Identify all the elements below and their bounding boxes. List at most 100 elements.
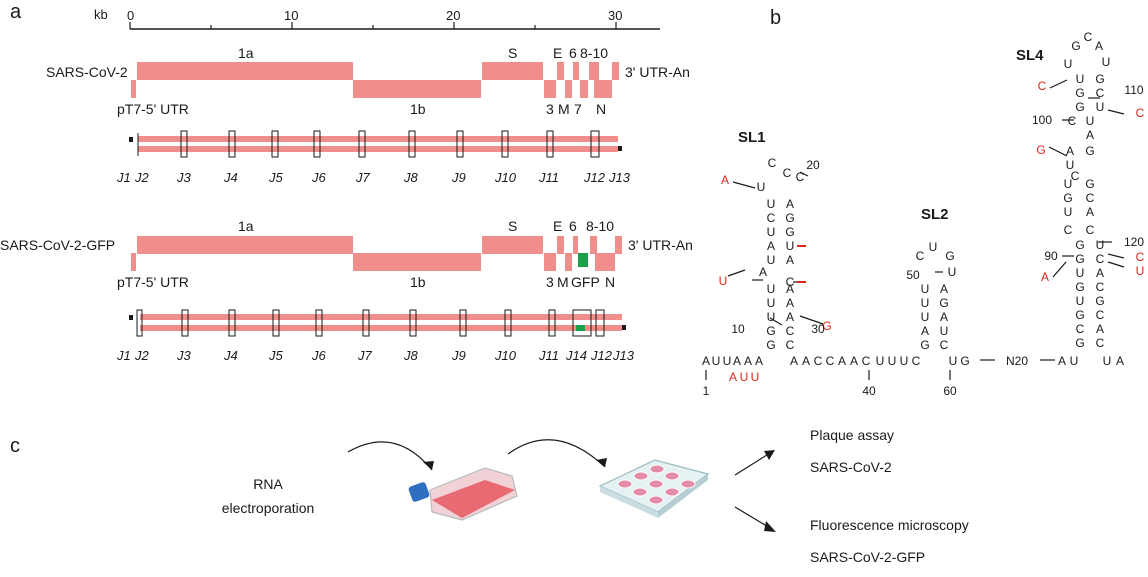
label-8-10: 8-10 <box>580 45 608 61</box>
nucleotide: C <box>1096 336 1105 350</box>
position-number: 50 <box>906 268 920 282</box>
junction-label: J5 <box>268 170 284 185</box>
nucleotide: A <box>755 354 763 368</box>
label-7: 7 <box>574 101 582 117</box>
nucleotide: U <box>712 354 721 368</box>
junction-label: J6 <box>311 170 327 185</box>
nucleotide: U <box>1096 100 1105 114</box>
label-e: E <box>553 218 562 234</box>
fluorescence-virus-label: SARS-CoV-2-GFP <box>810 549 925 565</box>
panel-c: c RNA electroporation <box>10 427 969 565</box>
nucleotide: U <box>948 265 957 279</box>
nucleotide: A <box>1086 128 1094 142</box>
nucleotide: U <box>767 197 776 211</box>
position-number: 30 <box>811 322 825 336</box>
nucleotide: U <box>940 324 949 338</box>
nucleotide: G <box>920 338 929 352</box>
mutated-nucleotide: U <box>719 274 728 288</box>
nucleotide: A <box>940 310 948 324</box>
arrow-to-plaque <box>734 452 771 476</box>
junction-label: J3 <box>176 348 192 363</box>
junction-label: J4 <box>223 170 238 185</box>
nucleotide: G <box>1075 238 1084 252</box>
well-plate-icon <box>598 459 710 518</box>
label-8-10: 8-10 <box>586 218 614 234</box>
label-m: M <box>557 274 569 290</box>
junction-label: J13 <box>612 348 635 363</box>
nucleotide: C <box>814 354 823 368</box>
nucleotide: G <box>1075 86 1084 100</box>
nucleotide: C <box>916 249 925 263</box>
nucleotide: C <box>786 275 795 289</box>
nucleotide: A <box>786 197 794 211</box>
nucleotide: C <box>786 324 795 338</box>
junction-label: J14 <box>565 348 587 363</box>
nucleotide: G <box>766 324 775 338</box>
panel-label-c: c <box>10 435 20 457</box>
orf-1b <box>353 253 481 271</box>
nucleotide: A <box>744 354 752 368</box>
mutated-nucleotide: C <box>1038 79 1047 93</box>
position-number: 90 <box>1044 249 1058 263</box>
nucleotide: C <box>783 166 792 180</box>
position-number: 120 <box>1124 235 1144 249</box>
genome-2-name: SARS-CoV-2-GFP <box>0 237 115 253</box>
utr3-label: 3' UTR-An <box>625 64 690 80</box>
nucleotide: C <box>1096 252 1105 266</box>
step-label-line2: electroporation <box>222 500 315 516</box>
nucleotide: U <box>1066 158 1075 172</box>
junction-label: J4 <box>223 348 238 363</box>
position-number: 60 <box>943 384 957 398</box>
nucleotide: U <box>1070 354 1079 368</box>
nucleotide: U <box>921 296 930 310</box>
nucleotide: A <box>786 296 794 310</box>
sl1-label: SL1 <box>738 129 766 146</box>
nucleotide: C <box>940 338 949 352</box>
label-m: M <box>558 101 570 117</box>
nucleotide: A <box>1058 354 1066 368</box>
nucleotide: U <box>767 253 776 267</box>
linker-label: N20 <box>1006 354 1028 368</box>
nucleotide: C <box>786 338 795 352</box>
gfp-gene <box>578 253 588 267</box>
nucleotide: U <box>1064 205 1073 219</box>
label-e: E <box>553 45 562 61</box>
nucleotide: C <box>796 170 805 184</box>
label-1a: 1a <box>238 218 254 234</box>
nucleotide: C <box>1096 308 1105 322</box>
label-s: S <box>508 45 517 61</box>
nucleotide: A <box>786 253 794 267</box>
nucleotide: A <box>1095 39 1103 53</box>
panel-a: a kb 0 10 20 30 SARS-CoV-2 1a <box>0 1 693 363</box>
nucleotide: U <box>888 354 897 368</box>
nucleotide: G <box>1075 336 1084 350</box>
position-number: 40 <box>862 384 876 398</box>
nucleotide: U <box>1076 72 1085 86</box>
nucleotide: U <box>1096 238 1105 252</box>
label-1b: 1b <box>410 274 426 290</box>
junction-label: J1 <box>116 348 131 363</box>
ruler-tick-label: 30 <box>608 8 622 23</box>
nucleotide: A <box>786 310 794 324</box>
nucleotide: A <box>802 354 810 368</box>
nucleotide: U <box>1064 177 1073 191</box>
fluorescence-label: Fluorescence microscopy <box>810 517 969 533</box>
arrow-to-flask <box>347 441 433 471</box>
nucleotide: G <box>945 249 954 263</box>
label-s: S <box>508 218 517 234</box>
junction-label: J5 <box>268 348 284 363</box>
junction-label: J7 <box>355 170 371 185</box>
nucleotide: U <box>767 225 776 239</box>
sl4-label: SL4 <box>1016 47 1044 64</box>
ruler-tick-label: 10 <box>284 8 298 23</box>
label-n: N <box>596 101 606 117</box>
mutated-nucleotide: G <box>1036 143 1045 157</box>
nucleotide: C <box>1071 169 1080 183</box>
arrow-to-plate <box>507 439 606 468</box>
nucleotide: G <box>785 211 794 225</box>
junction-label: J8 <box>403 170 419 185</box>
